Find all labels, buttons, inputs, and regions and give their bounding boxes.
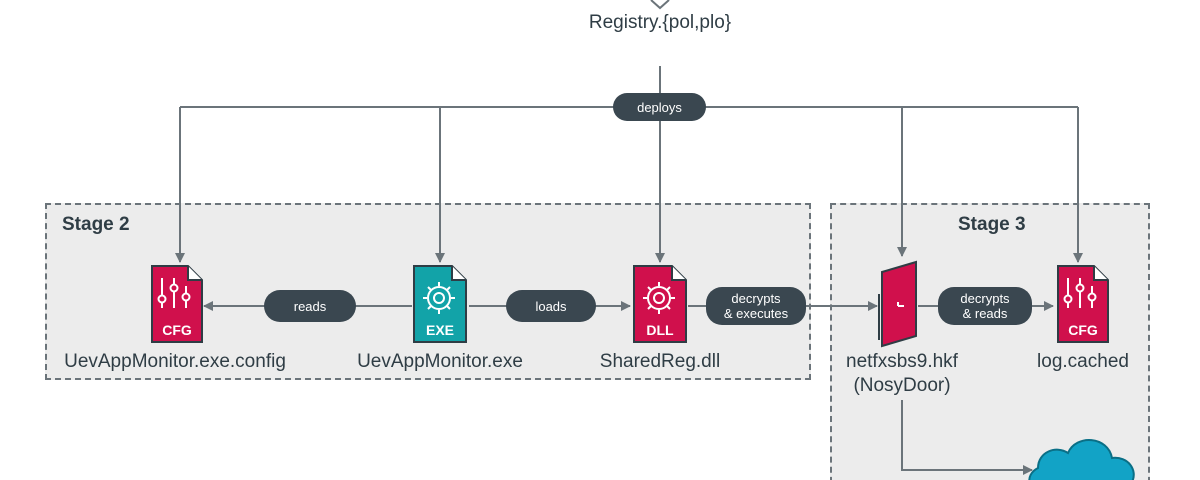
reads-pill: reads xyxy=(264,290,356,322)
dll-file-label: SharedReg.dll xyxy=(599,351,721,372)
backdoor-label-family: (NosyDoor) xyxy=(853,375,951,396)
backdoor-label-filename: netfxsbs9.hkf xyxy=(846,351,958,372)
cloud-icon xyxy=(1028,439,1135,480)
registry-source-label: Registry.{pol,plo} xyxy=(588,12,732,33)
loads-label: loads xyxy=(535,298,567,314)
sliders-icon xyxy=(1063,278,1097,308)
log-file-label: log.cached xyxy=(1037,351,1129,372)
gear-icon xyxy=(643,282,675,314)
exe-file-type: EXE xyxy=(425,322,454,338)
backdoor-to-cloud-line xyxy=(901,400,1033,475)
config-file-type: CFG xyxy=(162,322,192,338)
decrypts-reads-line2: & reads xyxy=(962,306,1008,321)
decrypts-reads-pill: decrypts & reads xyxy=(938,287,1032,325)
decrypts-reads-line1: decrypts xyxy=(960,291,1010,306)
config-file-label: UevAppMonitor.exe.config xyxy=(64,351,286,372)
dll-file-type: DLL xyxy=(646,322,674,338)
decrypts-executes-line2: & executes xyxy=(723,306,789,321)
sliders-icon xyxy=(157,278,191,308)
dll-file-icon: DLL xyxy=(632,264,688,344)
stage-3-title: Stage 3 xyxy=(958,214,1026,235)
log-file-type: CFG xyxy=(1068,322,1098,338)
backdoor-door-icon xyxy=(876,258,920,348)
log-file-icon: CFG xyxy=(1056,264,1110,344)
decrypts-executes-line1: decrypts xyxy=(731,291,781,306)
exe-file-icon: EXE xyxy=(412,264,468,344)
incoming-arrow xyxy=(650,0,670,10)
loads-pill: loads xyxy=(506,290,596,322)
config-file-icon: CFG xyxy=(150,264,204,344)
reads-label: reads xyxy=(293,298,327,314)
stage-2-title: Stage 2 xyxy=(62,214,130,235)
decrypts-executes-pill: decrypts & executes xyxy=(706,287,806,325)
deploys-pill: deploys xyxy=(613,93,706,121)
deploys-label: deploys xyxy=(637,99,682,115)
exe-file-label: UevAppMonitor.exe xyxy=(357,351,523,372)
gear-icon xyxy=(423,282,455,314)
